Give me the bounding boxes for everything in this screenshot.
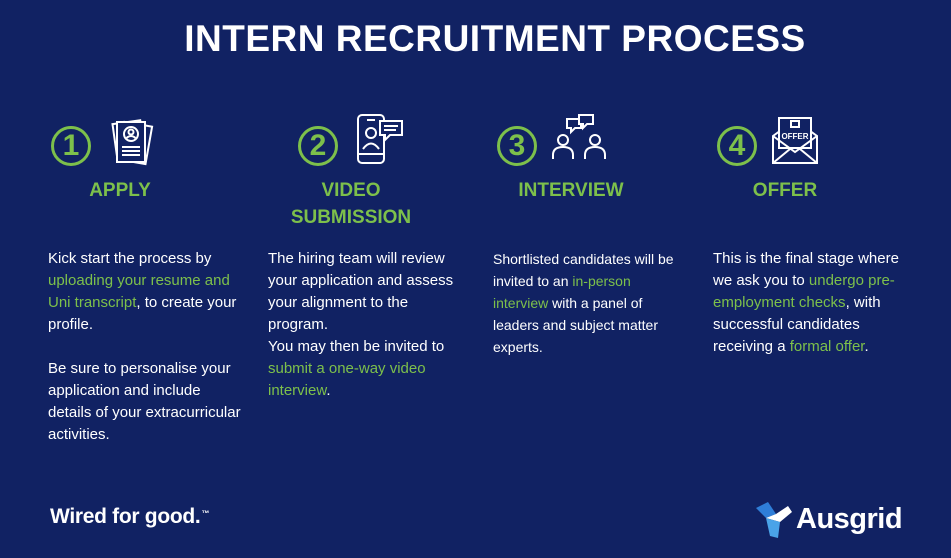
desc-highlight: uploading your resume and Uni transcript <box>48 272 230 311</box>
desc-text: . <box>864 338 869 355</box>
desc-highlight: submit a one-way video interview <box>268 360 426 399</box>
offer-envelope-icon: OFFER <box>772 117 818 164</box>
desc-highlight: formal offer <box>789 338 865 355</box>
ausgrid-logo-icon <box>756 502 792 538</box>
desc-text: , with successful candidates receiving a <box>713 294 881 355</box>
step-number-2: 2 <box>298 126 338 166</box>
desc-text: Kick start the process by <box>48 250 212 267</box>
step-number-3: 3 <box>497 126 537 166</box>
desc-text: . <box>326 382 331 399</box>
desc-text: You may then be invited to <box>268 338 445 355</box>
resume-document-icon <box>111 119 154 166</box>
people-conversation-icon <box>552 114 606 159</box>
desc-highlight: in-person interview <box>493 273 631 311</box>
step-title-interview: INTERVIEW <box>518 180 624 201</box>
offer-icon-text: OFFER <box>781 132 808 141</box>
desc-text: Shortlisted candidates will be invited t… <box>493 251 674 289</box>
step-description-offer: This is the final stage where we ask you… <box>713 248 913 358</box>
desc-text: The hiring team will review your applica… <box>268 250 454 333</box>
phone-video-chat-icon <box>357 114 403 164</box>
title-line: SUBMISSION <box>290 207 412 228</box>
brand-name: Ausgrid <box>796 503 903 535</box>
page-title: INTERN RECRUITMENT PROCESS <box>184 18 806 59</box>
desc-text: Be sure to personalise your application … <box>48 360 241 443</box>
step-title-apply: APPLY <box>89 180 151 201</box>
trademark-mark: ™ <box>201 509 210 518</box>
step-number-4: 4 <box>717 126 757 166</box>
title-line: VIDEO <box>321 180 381 201</box>
desc-text: This is the final stage where we ask you… <box>713 250 899 289</box>
desc-text: , to create your profile. <box>48 294 237 333</box>
step-title-video-submission: VIDEO SUBMISSION <box>271 177 431 231</box>
desc-text: with a panel of leaders and subject matt… <box>493 295 658 355</box>
step-description-apply: Kick start the process by uploading your… <box>48 248 248 446</box>
step-description-video-submission: The hiring team will review your applica… <box>268 248 468 402</box>
tagline: Wired for good.™ <box>50 505 209 529</box>
step-description-interview: Shortlisted candidates will be invited t… <box>493 248 679 358</box>
step-title-offer: OFFER <box>752 180 818 201</box>
tagline-text: Wired for good. <box>50 505 201 528</box>
desc-highlight: undergo pre-employment checks <box>713 272 895 311</box>
step-number-1: 1 <box>51 126 91 166</box>
